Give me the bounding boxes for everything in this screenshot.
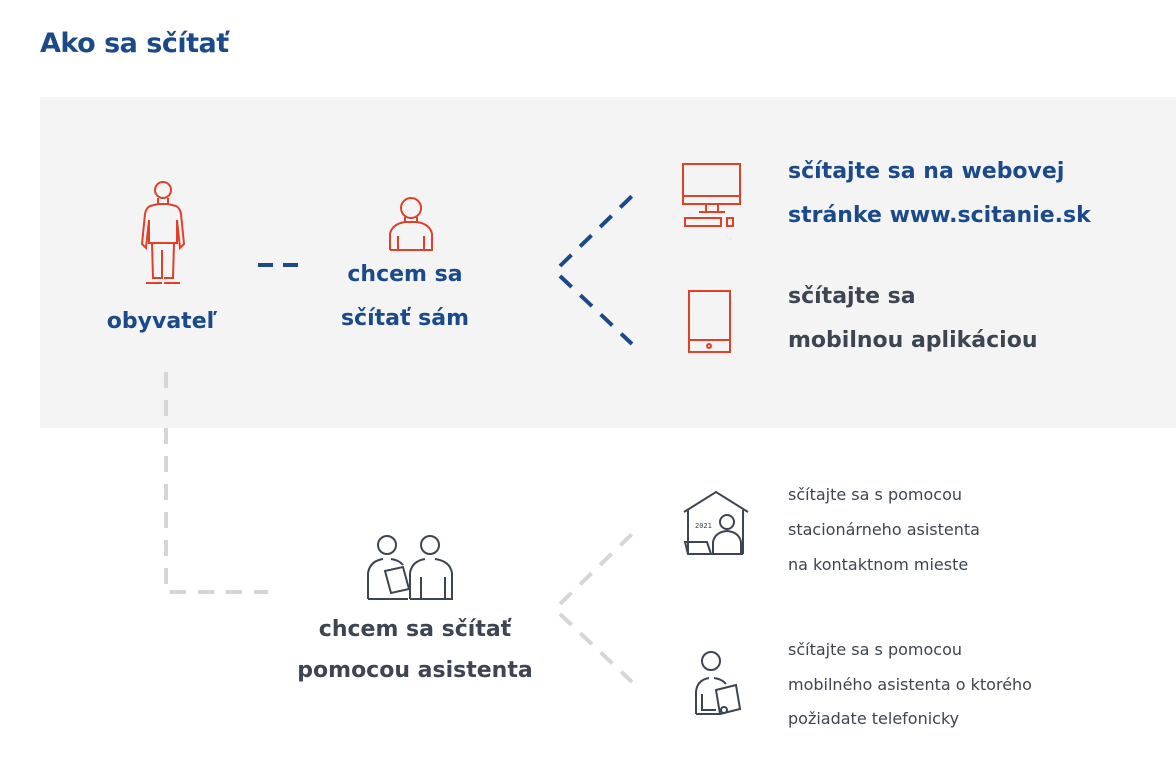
option-stationary-line2: stacionárneho asistenta xyxy=(788,520,980,539)
resident-label: obyvateľ xyxy=(106,309,218,334)
resident-icon xyxy=(140,181,186,284)
option-mobile-line1: sčítajte sa s pomocou xyxy=(788,640,962,659)
branch-lines-assisted xyxy=(558,532,634,684)
self-line2: sčítať sám xyxy=(340,306,470,331)
self-line1: chcem sa xyxy=(347,262,463,287)
monitor-icon xyxy=(682,163,741,227)
option-app-line2: mobilnou aplikáciou xyxy=(788,328,1038,353)
option-web-line2: stránke www.scitanie.sk xyxy=(788,203,1091,228)
option-stationary-line3: na kontaktnom mieste xyxy=(788,555,969,574)
option-app-line1: sčítajte sa xyxy=(788,284,916,309)
assisted-connector xyxy=(164,372,268,594)
assisted-line1: chcem sa sčítať xyxy=(318,617,512,642)
option-stationary-line1: sčítajte sa s pomocou xyxy=(788,485,962,504)
two-people-icon xyxy=(367,535,453,600)
option-web-line1: sčítajte sa na webovej xyxy=(788,159,1065,184)
mobile-assistant-icon xyxy=(695,651,742,716)
page-title: Ako sa sčítať xyxy=(40,28,229,59)
branch-lines-self xyxy=(558,194,634,346)
option-mobile-line3: požiadate telefonicky xyxy=(788,709,960,728)
connector-dash xyxy=(258,263,298,267)
self-census-band xyxy=(40,97,1176,428)
svg-text:2021: 2021 xyxy=(695,522,712,530)
option-mobile-line2: mobilného asistenta o ktorého xyxy=(788,675,1032,694)
assisted-line2: pomocou asistenta xyxy=(297,658,533,683)
house-assistant-icon: 2021 xyxy=(683,490,749,555)
person-icon xyxy=(389,197,433,251)
tablet-icon xyxy=(688,290,731,353)
